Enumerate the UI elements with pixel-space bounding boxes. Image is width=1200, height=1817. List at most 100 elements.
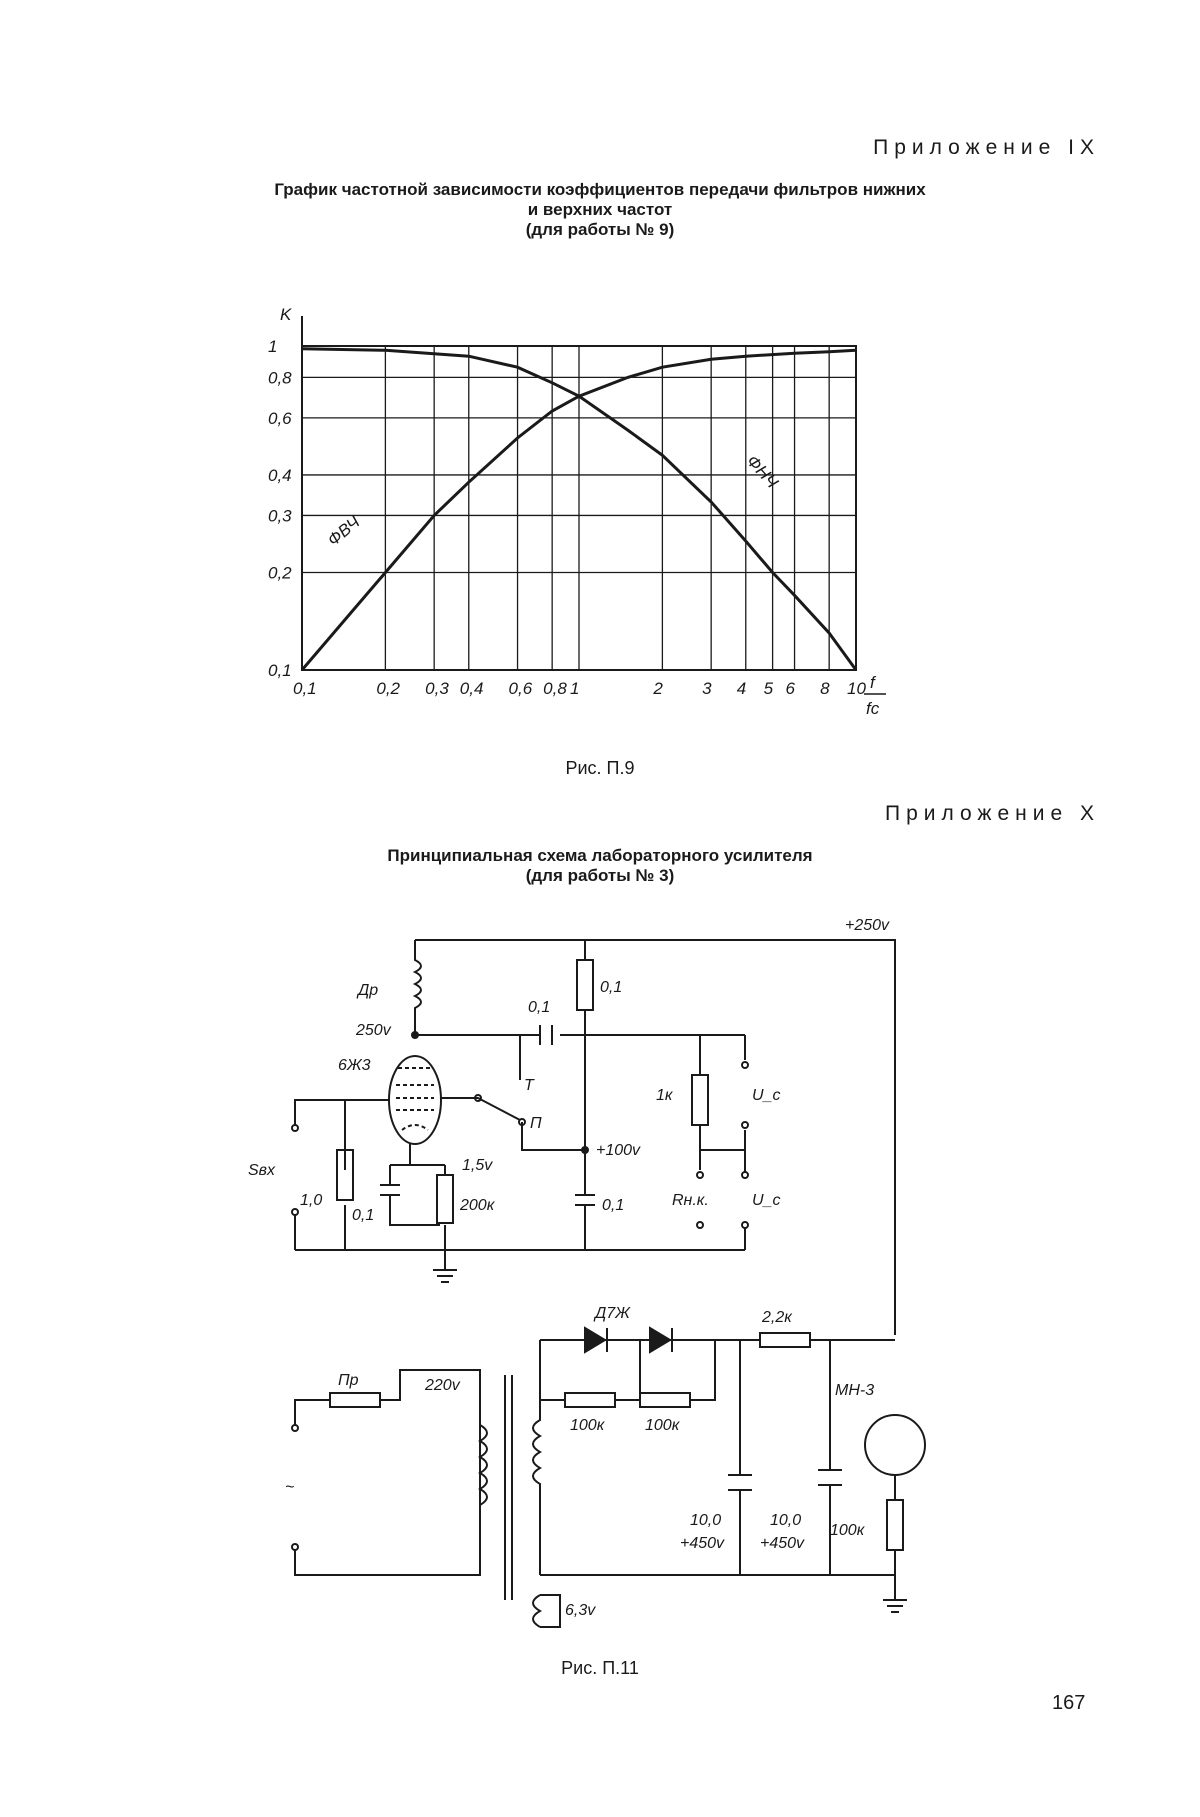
label-100v: +100v — [596, 1142, 641, 1159]
label-c-0-1-bottom: 0,1 — [602, 1197, 624, 1214]
x-axis-label-denominator: fc — [866, 699, 880, 718]
terminal-uc-top-2 — [742, 1122, 748, 1128]
capacitor-10-a — [728, 1475, 752, 1490]
transformer-secondary — [533, 1340, 540, 1575]
bypass-capacitor — [575, 1160, 595, 1250]
label-uc-bottom: U_c — [752, 1192, 780, 1209]
input-wire — [295, 1100, 389, 1250]
resistor-1k — [692, 1075, 708, 1125]
node-100v — [582, 1147, 588, 1153]
terminal-uc-top-1 — [742, 1062, 748, 1068]
y-tick-label-0: 0,1 — [268, 661, 292, 680]
label-100k-3: 100к — [830, 1522, 866, 1539]
appendix-ix-heading: Приложение IX — [780, 136, 1100, 160]
y-tick-label-6: 1 — [268, 337, 277, 356]
resistor-200k — [437, 1175, 453, 1223]
mains-wires — [295, 1370, 480, 1575]
label-fuse: Пр — [338, 1372, 359, 1389]
transformer-primary — [480, 1425, 487, 1505]
tube-electrodes — [396, 1068, 434, 1130]
figure-ix-title-line-1: График частотной зависимости коэффициент… — [100, 180, 1100, 200]
terminal-uc-bottom-2 — [742, 1222, 748, 1228]
label-cap-a-v: +450v — [680, 1535, 725, 1552]
appendix-x-heading: Приложение X — [780, 802, 1100, 826]
label-mains-tilde: ~ — [285, 1479, 294, 1496]
label-200k: 200к — [459, 1197, 496, 1214]
output-wire — [700, 1035, 745, 1170]
x-tick-label-5: 0,8 — [543, 679, 567, 698]
fuse — [330, 1393, 380, 1407]
label-2-2k: 2,2к — [761, 1309, 793, 1326]
figure-ix-title-line-3: (для работы № 9) — [100, 220, 1100, 240]
supply-wire — [415, 940, 895, 1335]
label-diodes: Д7Ж — [593, 1305, 631, 1322]
y-tick-label-4: 0,6 — [268, 409, 292, 428]
x-tick-label-10: 5 — [764, 679, 774, 698]
cathode-capacitor — [380, 1185, 400, 1195]
label-p: П — [530, 1115, 542, 1132]
label-c-0-1-left: 0,1 — [352, 1207, 374, 1224]
terminal-rnk-2 — [697, 1222, 703, 1228]
y-tick-label-2: 0,3 — [268, 506, 292, 525]
x-tick-label-11: 6 — [786, 679, 796, 698]
x-tick-label-6: 1 — [570, 679, 579, 698]
label-neon: МН-3 — [835, 1382, 874, 1399]
label-250v: 250v — [355, 1022, 392, 1039]
label-1k: 1к — [656, 1087, 674, 1104]
label-1-0: 1,0 — [300, 1192, 322, 1209]
tube-6j3 — [389, 1056, 441, 1144]
transformer-core — [505, 1375, 512, 1600]
x-tick-label-8: 3 — [702, 679, 712, 698]
terminal-mains-2 — [292, 1544, 298, 1550]
frequency-response-chart: 0,10,20,30,40,60,81234568100,10,20,30,40… — [240, 290, 940, 750]
resistor-0-1 — [577, 960, 593, 1010]
label-c-0-1-top: 0,1 — [528, 999, 550, 1016]
capacitor-10-b — [818, 1470, 842, 1485]
x-tick-label-1: 0,2 — [376, 679, 400, 698]
label-svkh: Sвх — [248, 1162, 276, 1179]
terminal-uc-bottom-1 — [742, 1172, 748, 1178]
label-uc-top: U_c — [752, 1087, 780, 1104]
resistor-100k-1 — [565, 1393, 615, 1407]
y-tick-label-5: 0,8 — [268, 368, 292, 387]
label-tube: 6Ж3 — [338, 1057, 371, 1074]
x-tick-label-2: 0,3 — [425, 679, 449, 698]
heater-winding — [533, 1595, 560, 1627]
label-cap-b: 10,0 — [770, 1512, 801, 1529]
label-t: Т — [524, 1077, 535, 1094]
y-tick-label-1: 0,2 — [268, 563, 292, 582]
x-tick-label-4: 0,6 — [509, 679, 533, 698]
figure-x-caption: Рис. П.11 — [520, 1658, 680, 1679]
label-cap-b-v: +450v — [760, 1535, 805, 1552]
ground-bus — [295, 1250, 745, 1282]
label-1-5v: 1,5v — [462, 1157, 493, 1174]
anode-wire — [415, 940, 745, 1160]
label-220v: 220v — [424, 1377, 461, 1394]
terminal-mains-1 — [292, 1425, 298, 1431]
figure-x-title: Принципиальная схема лабораторного усили… — [200, 846, 1000, 886]
terminal-input-2 — [292, 1209, 298, 1215]
x-axis-label-numerator: f — [870, 673, 877, 692]
terminal-input-1 — [292, 1125, 298, 1131]
label-choke: Др — [356, 982, 378, 999]
choke-coil — [415, 940, 421, 1035]
coupling-capacitor — [540, 1025, 552, 1045]
label-supply: +250v — [845, 917, 890, 934]
label-cap-a: 10,0 — [690, 1512, 721, 1529]
y-axis-label: K — [280, 305, 292, 324]
resistor-100k-3 — [887, 1500, 903, 1550]
figure-ix-title-line-2: и верхних частот — [100, 200, 1100, 220]
terminal-rnk-1 — [697, 1172, 703, 1178]
figure-ix-title: График частотной зависимости коэффициент… — [100, 180, 1100, 240]
resistor-2-2k — [760, 1333, 810, 1347]
page-number: 167 — [1052, 1692, 1085, 1715]
x-tick-label-13: 10 — [847, 679, 866, 698]
label-6-3v: 6,3v — [565, 1602, 596, 1619]
resistor-100k-2 — [640, 1393, 690, 1407]
x-tick-label-12: 8 — [820, 679, 830, 698]
label-rnk: Rн.к. — [672, 1192, 709, 1209]
label-100k-2: 100к — [645, 1417, 681, 1434]
figure-x-title-line-2: (для работы № 3) — [200, 866, 1000, 886]
series-label-0: ФВЧ — [324, 512, 364, 550]
screen-switch — [441, 1098, 520, 1120]
